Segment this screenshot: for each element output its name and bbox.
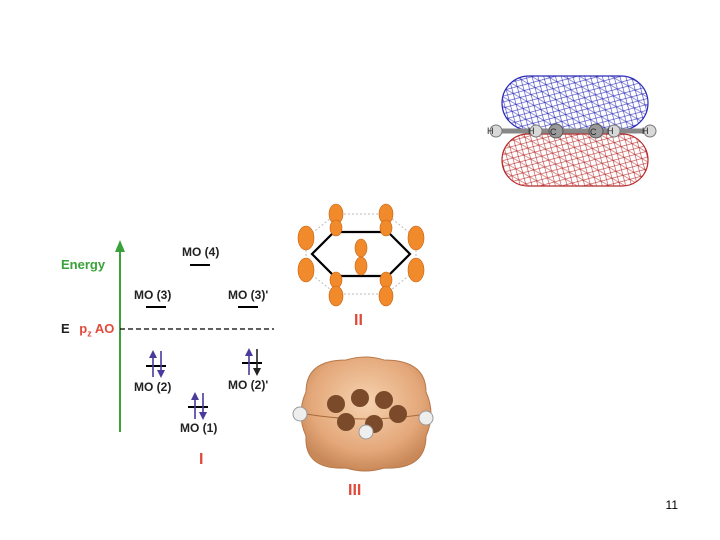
pz-subscript: z: [87, 328, 92, 339]
mo3-level: [146, 306, 166, 308]
mo2p-level: [242, 362, 262, 364]
mo2p-label: MO (2)': [228, 378, 269, 392]
p-lobe: [407, 225, 425, 251]
p-orbital-hexagon-diagram: [297, 203, 425, 307]
pi-electron-density-surface: [292, 356, 434, 472]
p-lobe: [297, 225, 315, 251]
mo3p-level: [238, 306, 258, 308]
mesh-atom-label: H: [642, 126, 649, 136]
upper-mesh-lobe: [501, 75, 649, 131]
pz-ao-reference-label: E pz AO: [61, 321, 114, 339]
mo2-level: [146, 365, 166, 367]
energy-axis-arrow: [115, 240, 125, 432]
mo1-level: [188, 406, 208, 408]
lower-mesh-lobe: [501, 133, 649, 187]
p-lobe: [354, 256, 368, 276]
mo2p-electron-pair: [245, 348, 261, 376]
mo1-electron-pair: [191, 392, 207, 420]
mo1-label: MO (1): [180, 421, 218, 435]
p-lobe: [329, 219, 343, 237]
mo3p-label: MO (3)': [228, 288, 269, 302]
pi-mesh-orbital-model: H H C C H H: [487, 75, 657, 187]
ao-label: AO: [94, 321, 115, 336]
p-lobe: [354, 238, 368, 258]
mo4-label: MO (4): [182, 245, 220, 259]
energy-axis-label: Energy: [61, 257, 106, 272]
mo2-label: MO (2): [134, 380, 172, 394]
p-lobe: [329, 271, 343, 289]
mesh-atom-label: H: [607, 126, 614, 136]
mesh-atom-label: H: [487, 126, 494, 136]
ao-reference-dashed-line: [120, 328, 274, 330]
molecule-frame: [489, 123, 657, 139]
p-lobe: [297, 257, 315, 283]
mo2-electron-pair: [149, 350, 165, 378]
p-lobe: [328, 285, 344, 307]
mesh-atom-label: C: [550, 127, 557, 137]
pz-label: p: [79, 321, 88, 336]
diagram-numeral-I: I: [199, 451, 204, 468]
p-lobe: [379, 271, 393, 289]
mo3-label: MO (3): [134, 288, 172, 302]
mesh-atom-label: C: [590, 127, 597, 137]
energy-symbol: E: [61, 321, 70, 336]
diagram-numeral-II: II: [354, 312, 363, 329]
p-lobe: [407, 257, 425, 283]
diagram-numeral-III: III: [348, 482, 362, 499]
mesh-atom-label: H: [528, 126, 535, 136]
p-lobe: [379, 219, 393, 237]
p-lobe: [378, 285, 394, 307]
mo4-level: [190, 264, 210, 266]
slide-page-number: 11: [665, 498, 678, 512]
